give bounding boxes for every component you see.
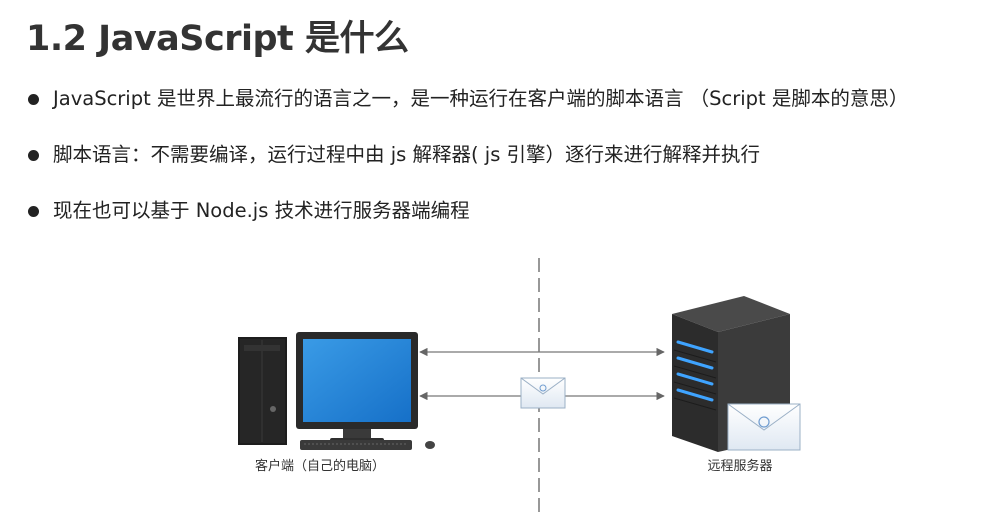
monitor-icon (296, 332, 418, 444)
client-label: 客户端（自己的电脑） (255, 458, 385, 474)
bullet-item: 脚本语言：不需要编译，运行过程中由 js 解释器( js 引擎）逐行来进行解释并… (28, 140, 908, 196)
bullet-dot-icon (28, 206, 39, 217)
bullet-text: JavaScript 是世界上最流行的语言之一，是一种运行在客户端的脚本语言 （… (53, 87, 909, 110)
keyboard-icon (300, 440, 412, 450)
computer-tower-icon (238, 337, 287, 445)
mouse-icon (425, 441, 435, 449)
bullet-text: 脚本语言：不需要编译，运行过程中由 js 解释器( js 引擎）逐行来进行解释并… (53, 143, 761, 166)
bullet-dot-icon (28, 150, 39, 161)
bullet-list: JavaScript 是世界上最流行的语言之一，是一种运行在客户端的脚本语言 （… (28, 84, 908, 252)
server-label: 远程服务器 (707, 458, 772, 474)
bullet-dot-icon (28, 94, 39, 105)
bullet-item: 现在也可以基于 Node.js 技术进行服务器端编程 (28, 196, 908, 252)
envelope-icon (520, 377, 566, 409)
bullet-item: JavaScript 是世界上最流行的语言之一，是一种运行在客户端的脚本语言 （… (28, 84, 908, 140)
slide-title: 1.2 JavaScript 是什么 (26, 19, 409, 59)
envelope-icon (727, 403, 801, 451)
client-server-diagram: 客户端（自己的电脑） 远程服务器 (238, 258, 801, 516)
bullet-text: 现在也可以基于 Node.js 技术进行服务器端编程 (53, 199, 470, 222)
